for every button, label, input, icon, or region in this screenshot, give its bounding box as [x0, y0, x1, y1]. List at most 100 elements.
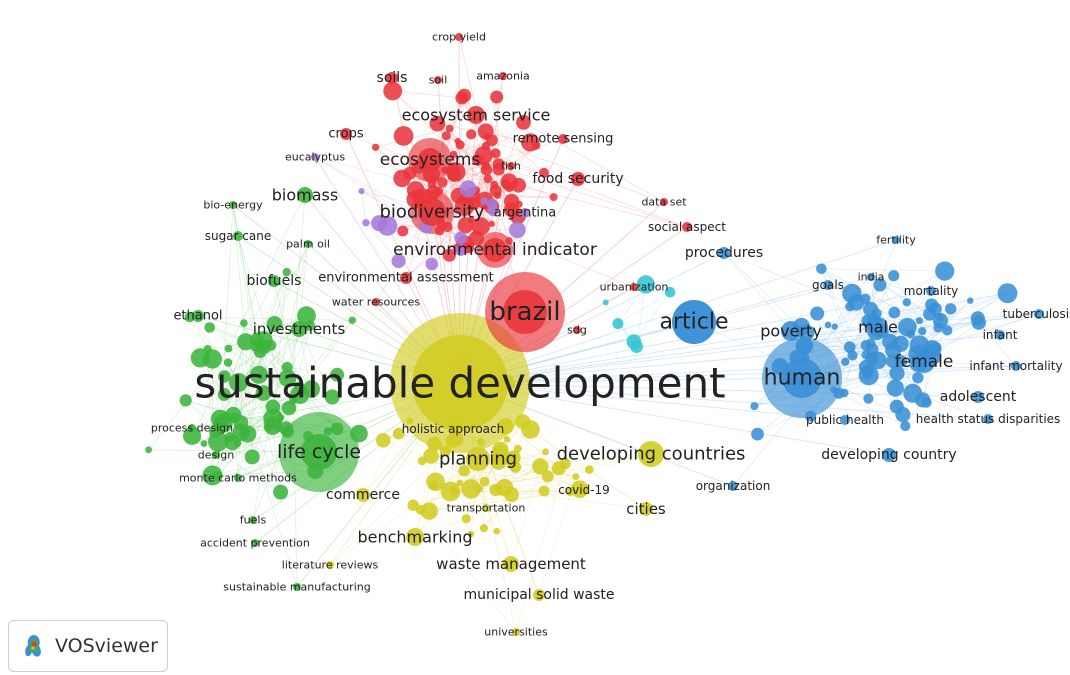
term-label-monte-carlo-methods[interactable]: monte carlo methods: [179, 472, 297, 485]
term-label-health-status-disparities[interactable]: health status disparities: [916, 412, 1061, 426]
node-yellow-252[interactable]: [585, 465, 594, 474]
node-remote-sensing[interactable]: [558, 134, 568, 144]
node-purple-299[interactable]: [454, 231, 468, 245]
node-argentina[interactable]: [520, 208, 530, 218]
term-label-sustainable-manufacturing[interactable]: sustainable manufacturing: [223, 581, 370, 594]
node-red-77[interactable]: [489, 184, 502, 197]
node-red-24[interactable]: [503, 202, 519, 218]
term-label-water-resources[interactable]: water resources: [332, 296, 420, 309]
node-green-102[interactable]: [278, 369, 297, 387]
node-sdg[interactable]: [573, 326, 581, 334]
node-red-58[interactable]: [371, 143, 380, 151]
node-sustainable-manufacturing[interactable]: [293, 583, 301, 591]
node-blue-205[interactable]: [945, 303, 957, 315]
node-blue-216[interactable]: [967, 297, 974, 304]
node-cyan-308[interactable]: [602, 299, 609, 306]
node-blue-161[interactable]: [751, 427, 764, 441]
node-yellow-287[interactable]: [392, 427, 405, 440]
node-covid-19[interactable]: [579, 485, 589, 495]
term-label-organization[interactable]: organization: [696, 479, 771, 493]
node-yellow-276[interactable]: [420, 502, 438, 520]
node-green-130[interactable]: [255, 385, 272, 401]
node-red-78[interactable]: [441, 131, 451, 141]
node-green-116[interactable]: [302, 380, 320, 398]
node-red-11[interactable]: [442, 248, 456, 262]
term-label-waste-management[interactable]: waste management: [436, 555, 586, 573]
node-red-9[interactable]: [505, 237, 513, 245]
node-eucalyptus[interactable]: [311, 153, 319, 161]
node-green-95[interactable]: [249, 365, 268, 384]
node-yellow-284[interactable]: [439, 445, 451, 457]
node-red-60[interactable]: [474, 146, 493, 165]
node-blue-225[interactable]: [796, 338, 812, 354]
term-label-adolescent[interactable]: adolescent: [940, 389, 1017, 405]
node-blue-221[interactable]: [864, 365, 875, 376]
node-yellow-259[interactable]: [479, 524, 488, 533]
node-blue-227[interactable]: [886, 379, 904, 397]
node-biodiversity[interactable]: [418, 198, 446, 226]
node-purple-291[interactable]: [459, 180, 477, 198]
term-label-fish[interactable]: fish: [501, 160, 521, 173]
term-label-investments[interactable]: investments: [253, 320, 346, 338]
node-biofuels[interactable]: [268, 275, 280, 287]
node-blue-219[interactable]: [915, 317, 924, 325]
node-red-50[interactable]: [457, 88, 472, 103]
node-blue-203[interactable]: [928, 341, 942, 355]
node-yellow-265[interactable]: [467, 530, 475, 538]
term-label-urbanization[interactable]: urbanization: [600, 281, 669, 294]
node-literature-reviews[interactable]: [326, 561, 334, 569]
node-environmental-assessment[interactable]: [400, 272, 412, 284]
node-ecosystems[interactable]: [418, 148, 442, 172]
term-label-mortality[interactable]: mortality: [904, 284, 959, 298]
node-blue-224[interactable]: [873, 278, 887, 292]
term-label-cities[interactable]: cities: [626, 500, 666, 518]
node-blue-230[interactable]: [750, 402, 759, 411]
node-green-140[interactable]: [200, 440, 208, 447]
node-blue-232[interactable]: [840, 388, 849, 398]
node-developing-country[interactable]: [882, 448, 896, 462]
node-transportation[interactable]: [482, 504, 490, 512]
node-human[interactable]: [782, 358, 822, 398]
term-label-environmental-assessment[interactable]: environmental assessment: [318, 271, 494, 286]
node-yellow-281[interactable]: [427, 436, 442, 452]
node-green-105[interactable]: [277, 413, 285, 421]
node-blue-167[interactable]: [843, 341, 856, 353]
node-red-55[interactable]: [471, 217, 490, 236]
term-label-developing-country[interactable]: developing country: [821, 447, 956, 463]
node-purple-297[interactable]: [480, 197, 489, 205]
node-social-aspect[interactable]: [682, 222, 692, 232]
node-goals[interactable]: [823, 280, 833, 290]
node-red-65[interactable]: [406, 181, 425, 199]
term-label-planning[interactable]: planning: [439, 449, 517, 470]
term-label-public-health[interactable]: public health: [806, 413, 884, 427]
node-yellow-273[interactable]: [505, 454, 518, 468]
node-yellow-289[interactable]: [503, 436, 511, 443]
node-red-41[interactable]: [455, 140, 465, 150]
node-blue-213[interactable]: [882, 333, 898, 350]
node-green-144[interactable]: [263, 417, 282, 435]
node-fuels[interactable]: [249, 516, 257, 524]
node-yellow-274[interactable]: [461, 479, 481, 499]
node-green-106[interactable]: [204, 322, 215, 333]
term-label-transportation[interactable]: transportation: [447, 502, 526, 515]
term-label-fuels[interactable]: fuels: [240, 514, 267, 527]
node-green-80[interactable]: [350, 424, 368, 443]
node-red-14[interactable]: [516, 115, 531, 130]
node-yellow-285[interactable]: [497, 418, 514, 435]
term-label-data-set[interactable]: data set: [641, 196, 687, 209]
term-label-developing-countries[interactable]: developing countries: [557, 444, 746, 465]
node-process-design[interactable]: [188, 424, 196, 432]
node-green-138[interactable]: [265, 339, 277, 351]
node-blue-153[interactable]: [888, 270, 900, 282]
node-red-49[interactable]: [483, 174, 493, 184]
node-palm-oil[interactable]: [304, 240, 312, 248]
node-yellow-277[interactable]: [490, 454, 507, 470]
node-adolescent[interactable]: [972, 391, 984, 403]
node-purple-301[interactable]: [455, 244, 467, 256]
vosviewer-badge[interactable]: VOSviewer: [8, 620, 168, 672]
term-label-male[interactable]: male: [858, 318, 898, 337]
node-soils[interactable]: [386, 72, 398, 84]
node-blue-200[interactable]: [841, 357, 850, 366]
node-blue-210[interactable]: [925, 298, 939, 312]
node-ecosystem-service[interactable]: [467, 106, 485, 124]
